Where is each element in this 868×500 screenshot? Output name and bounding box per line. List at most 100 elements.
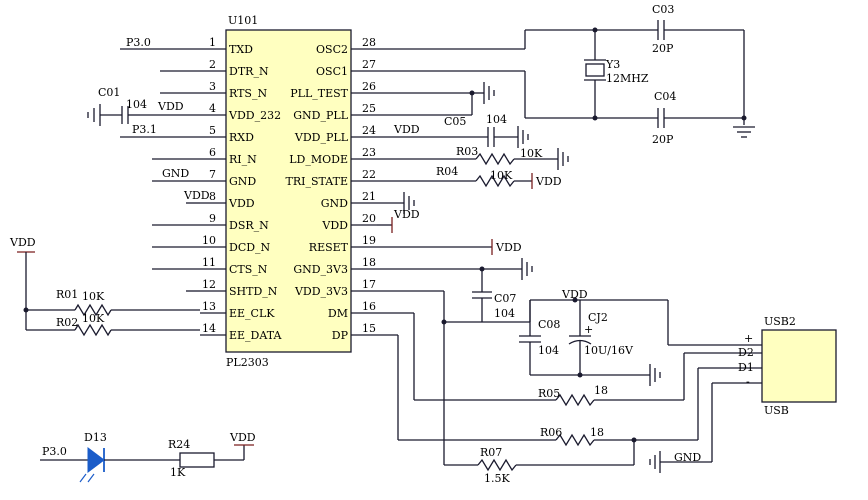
r03-resistor xyxy=(377,148,569,170)
pin-name: DSR_N xyxy=(229,219,269,232)
r24-ref: R24 xyxy=(168,438,190,451)
pin-number: 25 xyxy=(362,102,376,115)
net-label-vdd-pin20: VDD xyxy=(393,208,420,221)
r01-value: 10K xyxy=(82,290,105,303)
pin-number: 9 xyxy=(209,212,216,225)
r03-ref: R03 xyxy=(456,145,478,158)
c05-capacitor xyxy=(377,126,529,148)
ic-body xyxy=(225,29,352,353)
usb-data-lines xyxy=(377,312,762,473)
pin-number: 1 xyxy=(209,36,216,49)
r06-ref: R06 xyxy=(540,426,562,439)
pin-name: DCD_N xyxy=(229,241,271,254)
pin-name: EE_DATA xyxy=(229,329,282,342)
pin-name: GND_PLL xyxy=(293,109,348,122)
pin-number: 15 xyxy=(362,322,376,335)
ic-ref: U101 xyxy=(228,14,258,27)
pin-name: RXD xyxy=(229,131,254,144)
pin-name: OSC2 xyxy=(316,43,348,56)
pin-name: SHTD_N xyxy=(229,285,278,298)
pin-number: 21 xyxy=(362,190,376,203)
r24-resistor xyxy=(179,444,254,468)
pin-name: CTS_N xyxy=(229,263,268,276)
crystal-network xyxy=(377,20,755,138)
pin-name: DTR_N xyxy=(229,65,269,78)
pin-name: TRI_STATE xyxy=(286,175,348,188)
pin-name: VDD xyxy=(321,219,348,232)
pin-number: 6 xyxy=(209,146,216,159)
net-label-vdd-pll: VDD xyxy=(393,123,420,136)
led-d13 xyxy=(40,447,180,483)
d13-ref: D13 xyxy=(84,431,107,444)
net-label-vdd: VDD xyxy=(183,189,210,202)
r07-value: 1.5K xyxy=(484,472,510,485)
c07-value: 104 xyxy=(494,307,515,320)
c08-value: 104 xyxy=(538,344,559,357)
usb-pin-gnd: - xyxy=(746,375,750,388)
r06-value: 18 xyxy=(590,426,604,439)
usb-ref: USB2 xyxy=(764,315,796,328)
pin-name: GND xyxy=(229,175,256,188)
net-label-vdd-r24: VDD xyxy=(229,431,256,444)
pin-name: GND xyxy=(321,197,348,210)
pin-name: RI_N xyxy=(229,153,257,166)
c05-ref: C05 xyxy=(444,115,466,128)
net-label-p30-led: P3.0 xyxy=(42,445,67,458)
net-label-gnd-usb: GND xyxy=(674,451,701,464)
pin-number: 26 xyxy=(362,80,376,93)
r03-value: 10K xyxy=(520,147,543,160)
c07-network xyxy=(377,258,533,465)
c03-value: 20P xyxy=(652,42,674,55)
pin-name: GND_3V3 xyxy=(293,263,348,276)
usb-label: USB xyxy=(764,404,789,417)
net-label-vdd-c01: VDD xyxy=(157,100,184,113)
pin-number: 8 xyxy=(209,190,216,203)
pin-number: 24 xyxy=(362,124,376,137)
left-wiring: P3.0 P3.1 GND VDD xyxy=(100,36,210,292)
pin-number: 19 xyxy=(362,234,376,247)
r02-resistor xyxy=(74,323,200,337)
decoupling-block: + xyxy=(519,297,762,386)
pin-number: 5 xyxy=(209,124,216,137)
c01-value: 104 xyxy=(126,98,147,111)
pin-number: 27 xyxy=(362,58,376,71)
vdd-left-rail: VDD xyxy=(9,236,75,331)
pin-name: DP xyxy=(332,329,349,342)
pin-number: 20 xyxy=(362,212,376,225)
c08-ref: C08 xyxy=(538,318,560,331)
pin-number: 3 xyxy=(209,80,216,93)
r01-ref: R01 xyxy=(56,288,78,301)
r02-ref: R02 xyxy=(56,316,78,329)
c04-ref: C04 xyxy=(654,90,676,103)
r04-value: 10K xyxy=(490,169,513,182)
pin-number: 2 xyxy=(209,58,216,71)
r04-resistor xyxy=(377,173,533,189)
usb-pin-d1: D1 xyxy=(738,361,754,374)
pin-name: VDD_PLL xyxy=(294,131,349,144)
pin-number: 14 xyxy=(202,322,216,335)
pll-ground xyxy=(377,82,495,116)
ic-left-pin-stubs xyxy=(200,48,226,336)
r05-ref: R05 xyxy=(538,387,560,400)
usb-pin-d2: D2 xyxy=(738,346,754,359)
c07-ref: C07 xyxy=(494,292,516,305)
r02-value: 10K xyxy=(82,312,105,325)
pin-number: 11 xyxy=(202,256,216,269)
pin-name: VDD_232 xyxy=(228,109,281,122)
pin-number: 12 xyxy=(202,278,216,291)
pin-number: 16 xyxy=(362,300,376,313)
pin-number: 10 xyxy=(202,234,216,247)
ic-part-number: PL2303 xyxy=(226,356,269,369)
pin-name: PLL_TEST xyxy=(290,87,348,100)
cj2-ref: CJ2 xyxy=(588,311,608,324)
vdd-pin19 xyxy=(377,239,493,255)
net-label-vdd-left: VDD xyxy=(9,236,36,249)
usb-pin-vbus: + xyxy=(744,332,753,345)
pin-name: RESET xyxy=(309,241,349,254)
net-label-p31: P3.1 xyxy=(132,123,157,136)
net-label-p30: P3.0 xyxy=(126,36,151,49)
pin-number: 7 xyxy=(209,168,216,181)
ic-right-pins: 28 OSC2 27 OSC1 26 PLL_TEST 25 GND_PLL 2… xyxy=(286,36,376,342)
cj2-value: 10U/16V xyxy=(584,344,634,357)
